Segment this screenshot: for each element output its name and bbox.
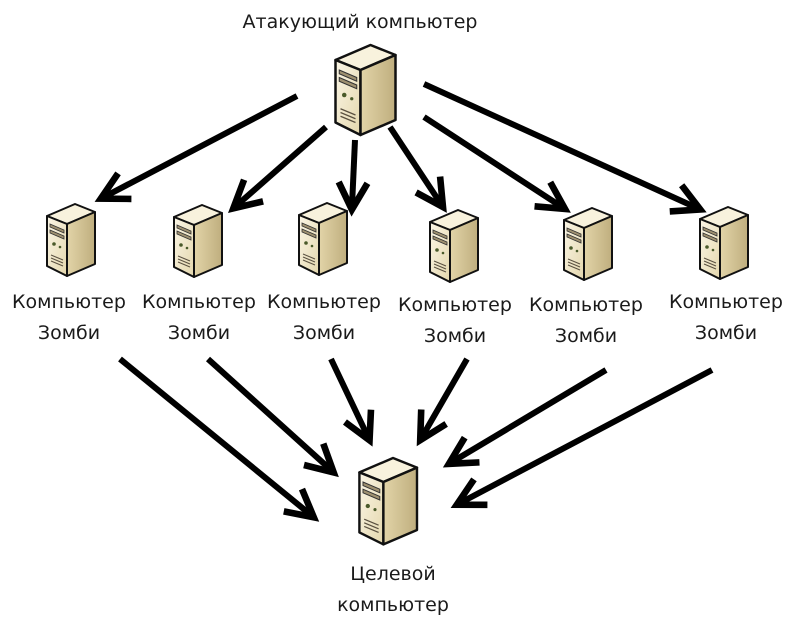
zombie-server-6 <box>699 206 749 280</box>
zombie-label-line1: Компьютер <box>267 291 381 313</box>
target-label: Целевой компьютер <box>318 559 468 621</box>
attacker-server <box>334 43 397 137</box>
zombie-label-4: Компьютер Зомби <box>396 290 514 352</box>
zombie-label-1: Компьютер Зомби <box>10 287 128 349</box>
target-server <box>358 456 419 546</box>
zombie-label-3: Компьютер Зомби <box>265 287 383 349</box>
server-icon <box>334 43 397 137</box>
zombie-label-line1: Компьютер <box>398 294 512 316</box>
arrow-zombie-4-target <box>416 357 470 447</box>
target-label-line2: компьютер <box>337 594 449 616</box>
arrow-attacker-zombie-5 <box>422 114 571 213</box>
arrow-zombie-2-target <box>205 356 339 478</box>
server-icon <box>429 209 479 283</box>
zombie-label-line2: Зомби <box>423 325 487 347</box>
zombie-label-line1: Компьютер <box>529 294 643 316</box>
zombie-label-6: Компьютер Зомби <box>667 287 785 349</box>
zombie-label-line2: Зомби <box>554 325 618 347</box>
arrow-attacker-zombie-2 <box>228 124 328 214</box>
server-icon <box>298 202 348 276</box>
zombie-label-5: Компьютер Зомби <box>527 290 645 352</box>
zombie-label-line1: Компьютер <box>142 291 256 313</box>
zombie-server-1 <box>46 203 96 277</box>
arrows-to-zombies <box>94 81 707 217</box>
zombie-label-line1: Компьютер <box>12 291 126 313</box>
zombie-label-line1: Компьютер <box>669 291 783 313</box>
server-icon <box>358 456 419 546</box>
arrow-zombie-5-target <box>442 367 608 468</box>
server-icon <box>563 207 613 281</box>
zombie-server-2 <box>173 204 223 278</box>
arrows-to-target <box>118 356 714 522</box>
arrow-zombie-6-target <box>450 367 714 509</box>
zombie-server-5 <box>563 207 613 281</box>
arrow-zombie-3-target <box>328 357 375 447</box>
server-icon <box>173 204 223 278</box>
target-label-line1: Целевой <box>350 563 436 585</box>
server-icon <box>46 203 96 277</box>
zombie-label-2: Компьютер Зомби <box>140 287 258 349</box>
server-icon <box>699 206 749 280</box>
zombie-label-line2: Зомби <box>694 322 758 344</box>
zombie-label-line2: Зомби <box>167 322 231 344</box>
attacker-label: Атакующий компьютер <box>230 7 490 38</box>
arrow-attacker-zombie-4 <box>387 125 447 213</box>
attacker-label-text: Атакующий компьютер <box>242 11 478 33</box>
arrow-attacker-zombie-1 <box>94 93 299 203</box>
arrow-attacker-zombie-6 <box>422 81 707 215</box>
zombie-label-line2: Зомби <box>37 322 101 344</box>
arrow-attacker-zombie-3 <box>335 139 371 217</box>
zombie-server-3 <box>298 202 348 276</box>
zombie-server-4 <box>429 209 479 283</box>
zombie-label-line2: Зомби <box>292 322 356 344</box>
arrow-zombie-1-target <box>118 356 320 522</box>
